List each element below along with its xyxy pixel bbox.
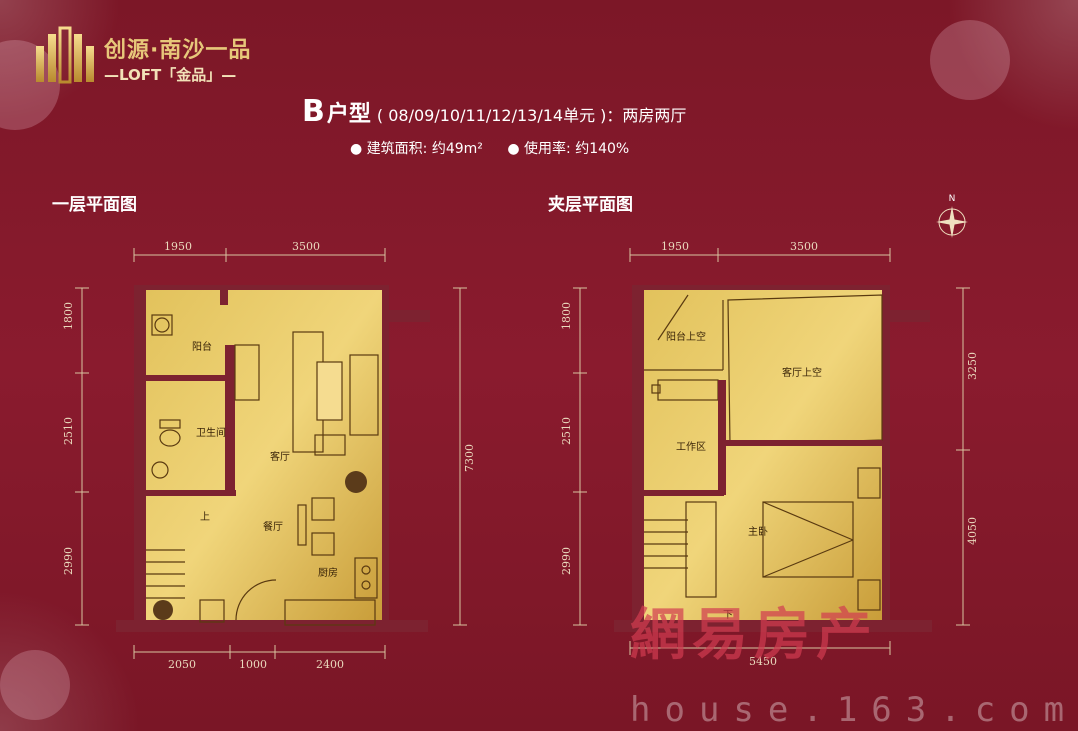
unit-type-label: 户型 [326, 102, 371, 127]
dim-left-3: 2990 [560, 547, 573, 575]
dim-right-1: 3250 [966, 352, 979, 380]
room-label-living-void: 客厅上空 [782, 366, 822, 379]
dim-left-2: 2510 [560, 417, 573, 445]
stairs-up-label: 上 [200, 511, 210, 523]
compass-icon: N [936, 194, 968, 238]
unit-type-letter: B [302, 94, 325, 129]
watermark-url: house.163.com [630, 690, 1078, 730]
dim-top-2: 3500 [790, 240, 818, 253]
bokeh-light [930, 20, 1010, 100]
compass-north-label: N [949, 194, 956, 204]
section-title-ground: 一层平面图 [52, 195, 137, 215]
room-label-work-area: 工作区 [676, 441, 706, 453]
brand-logo [36, 26, 94, 84]
mezzanine-floor-plan: 1950 3500 5450 1800 2510 2990 3250 4050 … [560, 240, 979, 668]
spec-ratio: ● 使用率: 约140% [507, 141, 630, 157]
dim-bottom-1: 2050 [168, 658, 196, 671]
dim-top-2: 3500 [292, 240, 320, 253]
dim-top-1: 1950 [164, 240, 192, 253]
dim-left-1: 1800 [560, 302, 573, 330]
dim-right-2: 4050 [966, 517, 979, 545]
dim-bottom-2: 1000 [239, 658, 267, 671]
room-label-bathroom: 卫生间 [196, 426, 226, 439]
dim-top-1: 1950 [661, 240, 689, 253]
specs: ● 建筑面积: 约49m² ● 使用率: 约140% [350, 138, 649, 158]
dim-right: 7300 [463, 444, 476, 472]
dim-bottom: 5450 [749, 655, 777, 668]
room-label-living: 客厅 [270, 450, 290, 463]
room-label-balcony-void: 阳台上空 [666, 330, 706, 343]
dim-left-3: 2990 [62, 547, 75, 575]
spec-area: ● 建筑面积: 约49m² [350, 141, 483, 157]
dim-bottom-3: 2400 [316, 658, 344, 671]
unit-info: ( 08/09/10/11/12/13/14单元 )：两房两厅 [376, 106, 687, 125]
bokeh-light [0, 650, 70, 720]
section-title-mezzanine: 夹层平面图 [548, 195, 633, 215]
dim-left-1: 1800 [62, 302, 75, 330]
stairs-down-label: 下 [723, 610, 733, 621]
dim-left-2: 2510 [62, 417, 75, 445]
ground-floor-plan: 1950 3500 2050 1000 2400 1800 2510 2990 … [62, 240, 476, 671]
brand-subtitle: —LOFT「金品」— [104, 66, 237, 84]
brand-name: 创源·南沙一品 [104, 38, 252, 63]
room-label-balcony: 阳台 [192, 340, 212, 353]
room-label-master-bedroom: 主卧 [748, 525, 768, 538]
watermark-logo-text: 網易房产 [630, 603, 878, 668]
room-label-dining: 餐厅 [263, 520, 283, 533]
page-title: B户型 ( 08/09/10/11/12/13/14单元 )：两房两厅 [302, 94, 686, 129]
room-label-kitchen: 厨房 [318, 566, 338, 579]
